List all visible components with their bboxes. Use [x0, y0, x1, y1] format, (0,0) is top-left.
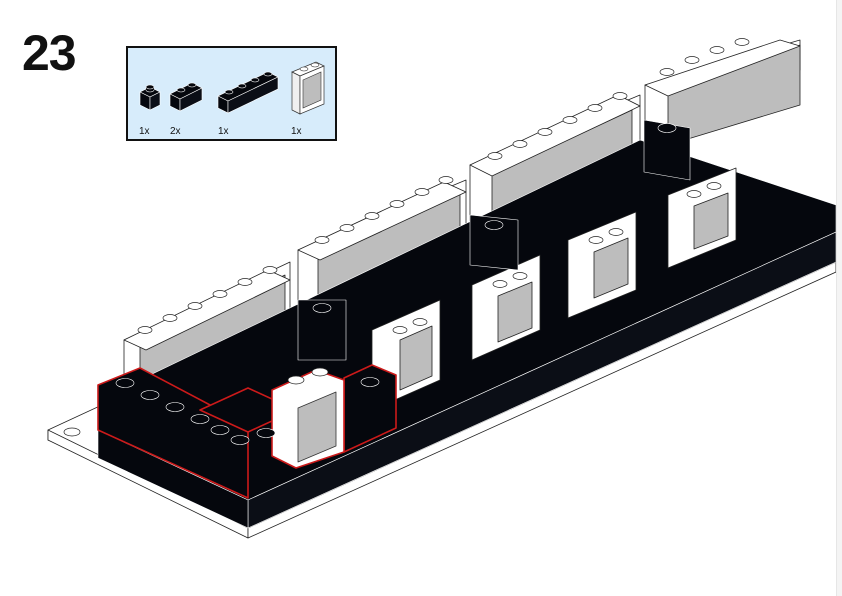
pillar-2 [469, 214, 519, 271]
brick-1x4-icon [217, 71, 279, 114]
part-qty-4: 1x [291, 126, 302, 137]
step-number: 23 [22, 25, 77, 81]
window-frame-1 [123, 261, 291, 401]
page-edge [836, 0, 842, 596]
pillar-1 [297, 299, 347, 361]
part-qty-3: 1x [218, 126, 229, 137]
front-window-3 [471, 254, 541, 361]
window-1x2x2-icon [291, 61, 325, 115]
brick-1x1-icon [139, 84, 161, 111]
parts-callout: 1x 2x 1x 1x [126, 46, 337, 141]
front-window-5 [667, 167, 737, 269]
window-frame-3 [469, 94, 641, 236]
brick-1x2-icon [169, 82, 203, 112]
front-window-4 [567, 211, 637, 319]
new-brick-1x4 [97, 367, 249, 499]
part-qty-2: 2x [170, 126, 181, 137]
part-qty-1: 1x [139, 126, 150, 137]
